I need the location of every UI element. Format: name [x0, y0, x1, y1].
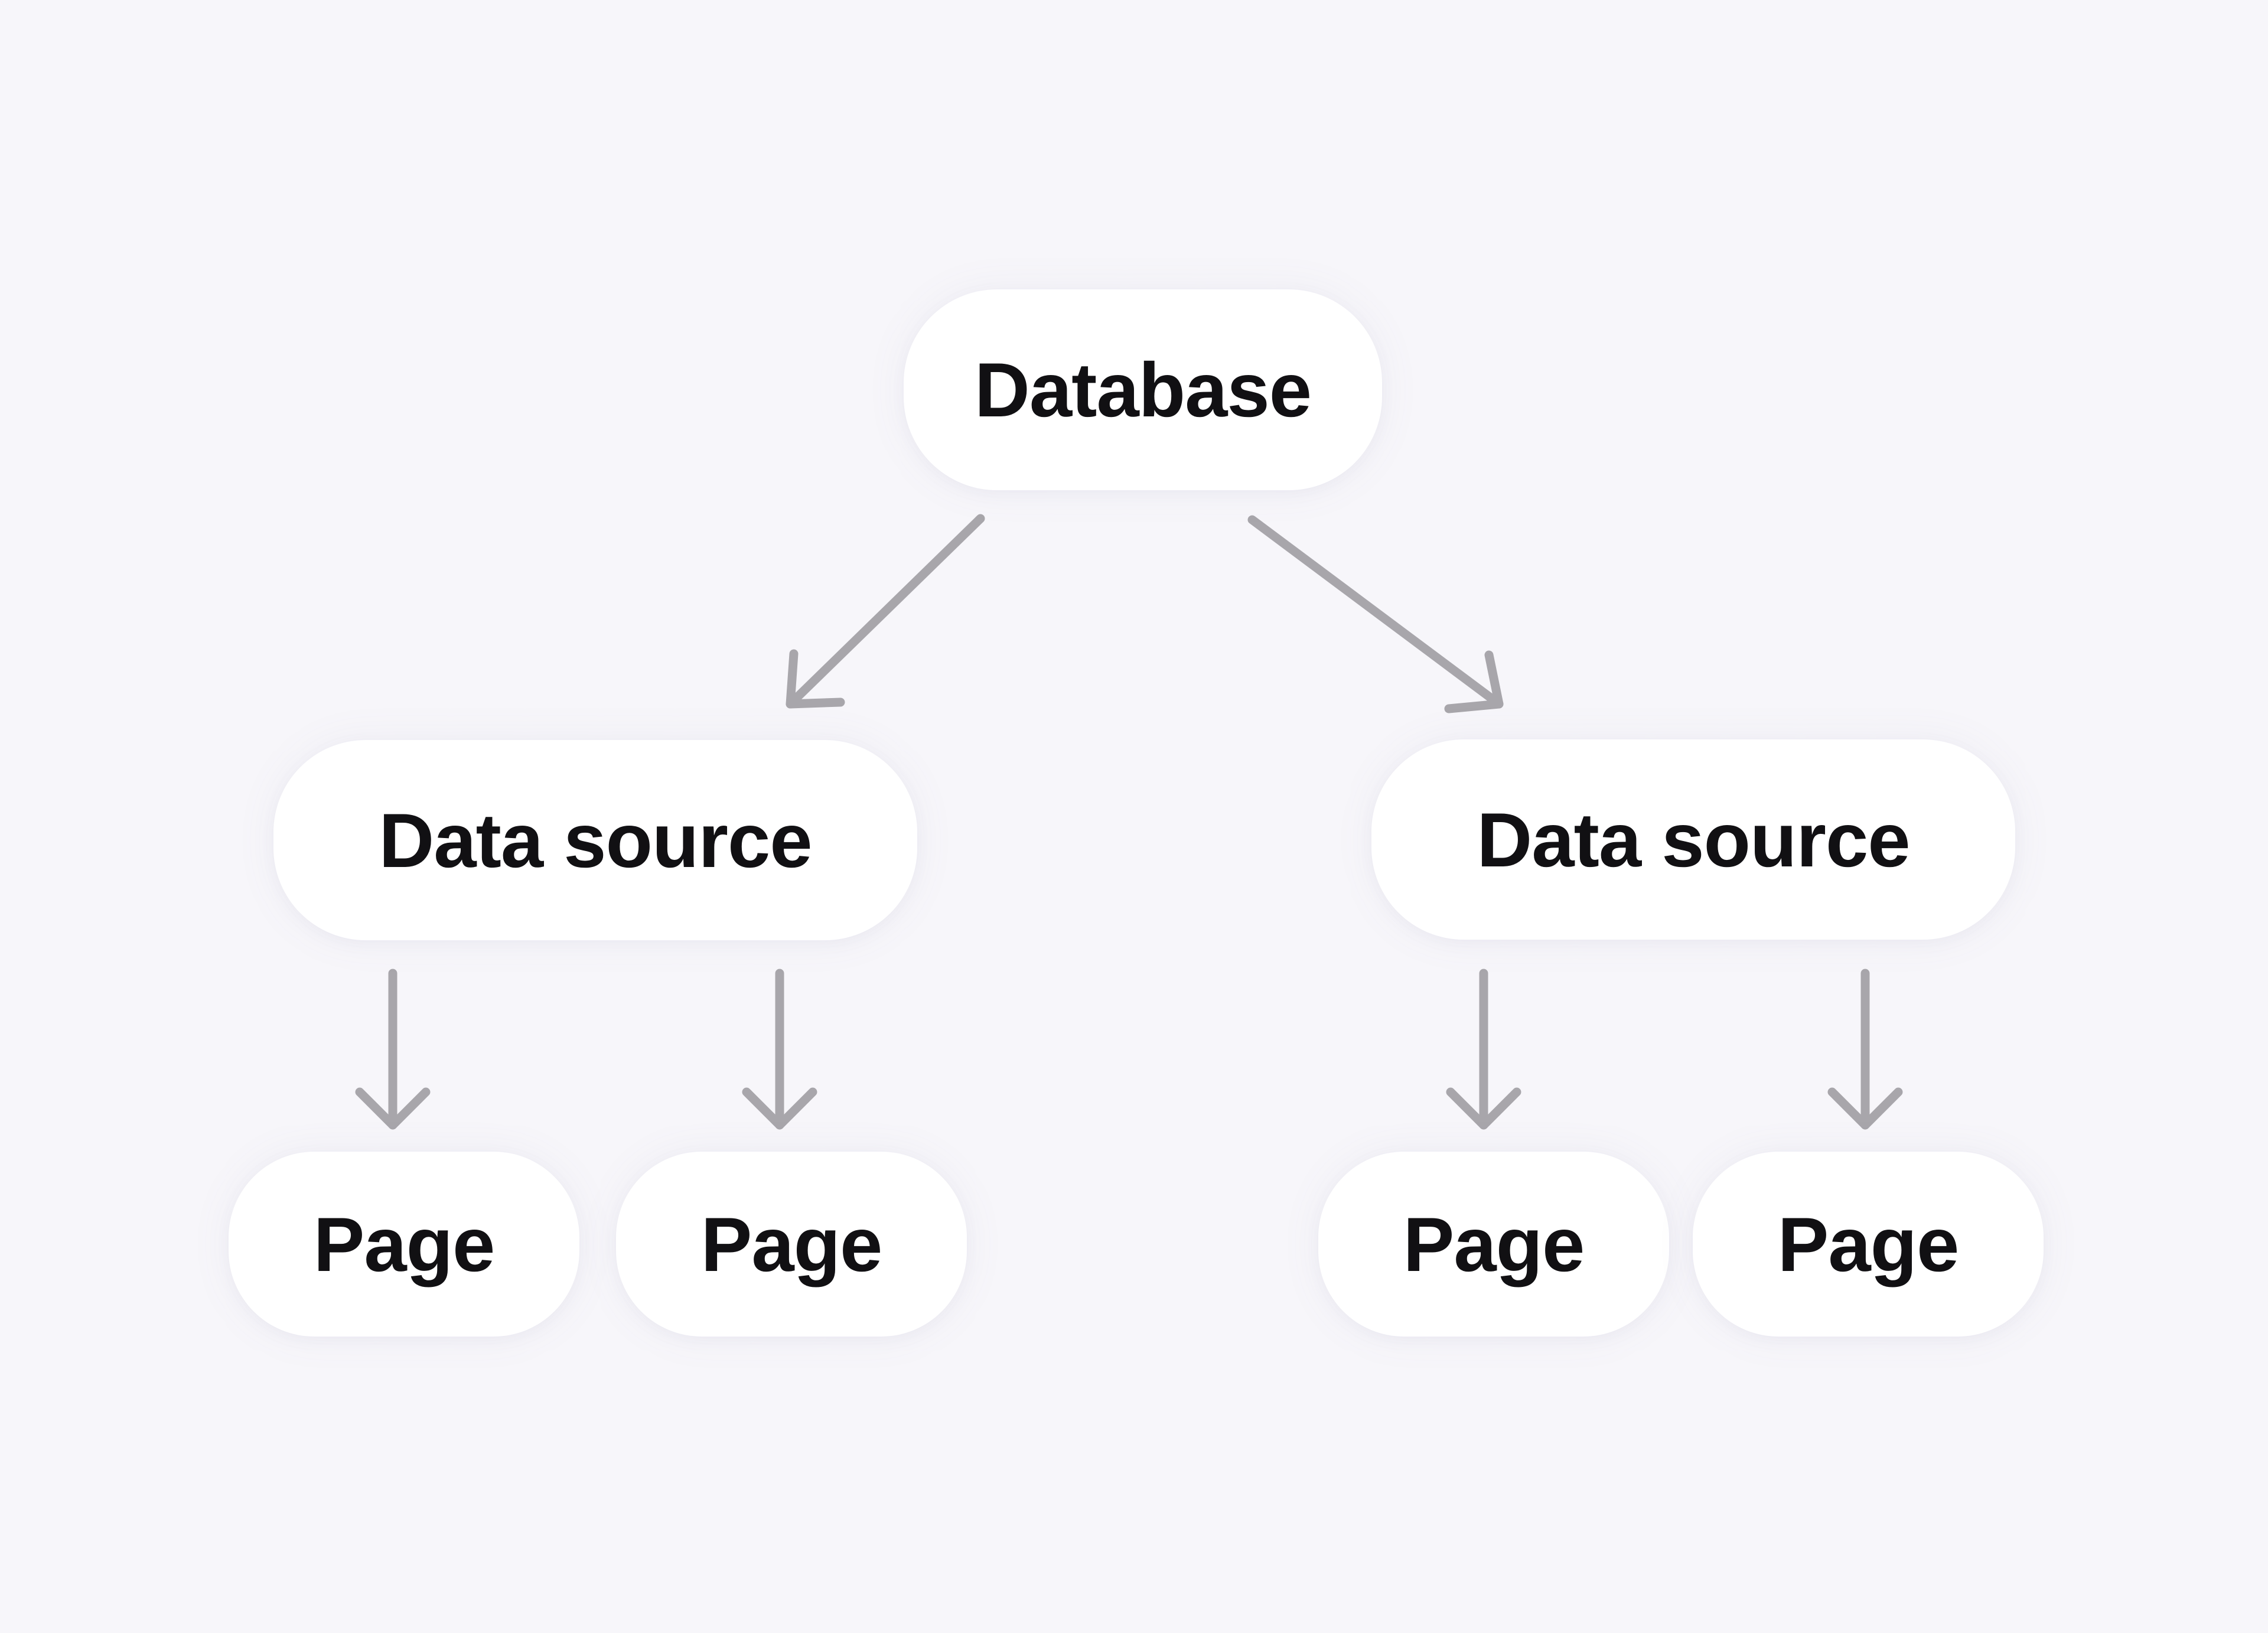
edge-database-to-datasource-right: [1247, 515, 1504, 713]
node-page-2-label: Page: [700, 1201, 883, 1288]
node-page-3-label: Page: [1403, 1201, 1585, 1288]
node-datasource-left: Data source: [273, 740, 917, 940]
node-database-label: Database: [974, 347, 1312, 433]
node-page-4: Page: [1693, 1152, 2044, 1337]
node-datasource-left-label: Data source: [379, 797, 812, 884]
edge-datasource-left-to-page-1: [355, 969, 431, 1130]
edge-database-to-datasource-left: [786, 514, 985, 709]
node-page-3: Page: [1318, 1152, 1669, 1337]
node-datasource-right: Data source: [1371, 739, 2015, 940]
edge-datasource-right-to-page-3: [1446, 969, 1521, 1130]
node-page-1-label: Page: [313, 1201, 496, 1288]
node-page-1: Page: [229, 1152, 579, 1337]
node-page-4-label: Page: [1777, 1201, 1960, 1288]
node-datasource-right-label: Data source: [1477, 796, 1910, 883]
node-database: Database: [904, 289, 1382, 490]
node-page-2: Page: [616, 1152, 967, 1337]
edge-datasource-left-to-page-2: [742, 969, 817, 1130]
edge-datasource-right-to-page-4: [1827, 969, 1903, 1130]
